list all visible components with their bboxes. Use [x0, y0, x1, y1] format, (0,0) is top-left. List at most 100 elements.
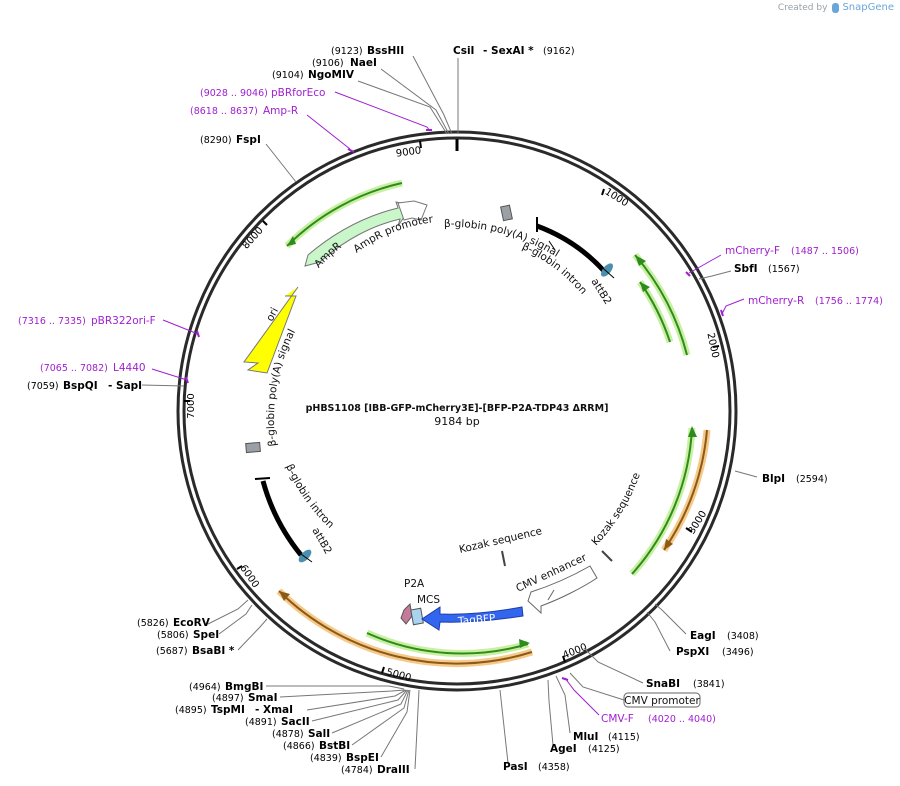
primer-name: L4440 — [113, 362, 146, 374]
tick-mark — [601, 188, 605, 196]
arrowhead-icon — [287, 236, 296, 246]
arrowhead-icon — [279, 591, 290, 601]
leader-line — [547, 679, 554, 746]
tick-mark — [262, 220, 268, 226]
enzyme-name: EcoRV — [173, 617, 211, 629]
ampr-promoter-feature — [397, 200, 428, 221]
enzyme-pos: (9123) — [331, 46, 363, 57]
leader-line — [351, 689, 410, 746]
kozak-label-1: Kozak sequence — [458, 525, 543, 556]
leader-line — [218, 604, 253, 635]
backbone-inner-strand — [182, 136, 732, 686]
tick-mark — [562, 655, 566, 663]
primer-name: Amp-R — [263, 105, 298, 117]
enzyme-pos: (4891) — [245, 717, 277, 728]
leader-line — [646, 611, 671, 652]
enzyme-name-suffix: - SapI — [108, 380, 142, 392]
enzyme-name: MluI — [573, 731, 598, 743]
enzyme-pos: (4897) — [212, 693, 244, 704]
leader-line — [266, 685, 405, 690]
primer-labels: (9028 .. 9046) pBRforEco (8618 .. 8637) … — [18, 87, 883, 725]
enzyme-name: SnaBI — [646, 678, 680, 690]
leader-line — [141, 384, 185, 387]
enzyme-pos: (8290) — [200, 135, 232, 146]
leader-line — [265, 143, 297, 183]
gfp-arc-lower-right-line — [631, 427, 693, 575]
primer-mark — [720, 309, 724, 317]
primer-mark — [185, 376, 189, 384]
enzyme-name: AgeI — [550, 743, 577, 755]
enzyme-name: SmaI — [248, 692, 278, 704]
leader-line — [306, 114, 351, 150]
leader-line — [698, 270, 732, 280]
tagbfp-label: TagBFP — [457, 612, 496, 627]
primer-mark — [196, 330, 200, 338]
tick-label: 2000 — [704, 332, 720, 359]
tick-mark — [712, 345, 720, 348]
attB2-top-mark — [595, 261, 615, 279]
tick-mark — [685, 527, 693, 533]
tick-mark — [381, 666, 385, 674]
enzyme-pos: (4358) — [538, 762, 570, 773]
enzyme-name-suffix: - XmaI — [255, 704, 293, 716]
enzyme-pos: (4866) — [283, 741, 315, 752]
gfp-arc-lower-right — [629, 427, 696, 577]
primer-range: (1756 .. 1774) — [815, 296, 883, 307]
primer-range: (4020 .. 4040) — [648, 714, 716, 725]
leader-line — [555, 675, 571, 734]
enzyme-name: BlpI — [762, 473, 785, 485]
enzyme-name: PspXI — [676, 646, 709, 658]
ori-label: ori — [264, 306, 281, 324]
leader-line — [414, 689, 420, 770]
p2a-label: P2A — [404, 578, 425, 590]
gfp-arc-bottom-line — [366, 632, 529, 655]
tick-label: 7000 — [186, 393, 197, 418]
enzyme-pos: (3408) — [727, 631, 759, 642]
leader-line — [412, 55, 453, 135]
enzyme-pos: (4964) — [189, 682, 221, 693]
credit-brand: SnapGene — [842, 2, 894, 13]
orange-arc-right-line — [663, 429, 708, 551]
enzyme-name: TspMI — [211, 704, 245, 716]
snapgene-logo-icon — [832, 2, 840, 13]
leader-line — [721, 298, 745, 315]
enzyme-name: DraIII — [377, 764, 410, 776]
enzyme-pos: (4895) — [175, 705, 207, 716]
leader-line — [237, 618, 268, 651]
enzyme-pos: (1567) — [768, 264, 800, 275]
enzyme-name: BsaBI * — [192, 645, 235, 657]
leader-line — [569, 672, 625, 701]
attB2-left-mark — [293, 548, 313, 563]
intron-top-feature — [536, 223, 606, 273]
attB2-top-label: attB2 — [588, 276, 613, 307]
enzyme-name: SpeI — [193, 629, 219, 641]
primer-range: (9028 .. 9046) — [200, 88, 268, 99]
mcs-feature — [410, 607, 424, 626]
polyA-left-feature — [245, 441, 261, 454]
enzyme-name: BspQI — [63, 380, 98, 392]
enzyme-name: FspI — [236, 134, 261, 146]
leader-line — [279, 689, 406, 698]
kozak-label-2: Kozak sequence — [589, 471, 642, 548]
enzyme-pos: (9104) — [272, 70, 304, 81]
enzyme-name: NaeI — [350, 57, 377, 69]
primer-range: (1487 .. 1506) — [791, 246, 859, 257]
enzyme-name: BmgBI — [225, 681, 263, 693]
enzyme-name: EagI — [690, 630, 716, 642]
enzyme-pos: (4125) — [588, 744, 620, 755]
leader-line — [380, 68, 450, 135]
enzyme-name: BspEI — [346, 752, 379, 764]
attB2-left-label: attB2 — [309, 526, 334, 557]
enzyme-name: CsiI — [453, 45, 474, 57]
leader-line — [207, 599, 249, 625]
leader-line — [380, 689, 411, 758]
plasmid-length: 9184 bp — [434, 415, 479, 428]
gfp-arc-right-inner — [637, 279, 674, 344]
polyA-top-feature — [500, 204, 513, 222]
enzyme-pos: (9162) — [543, 46, 575, 57]
leader-line — [583, 647, 644, 684]
arrowhead-icon — [640, 282, 650, 292]
primer-range: (8618 .. 8637) — [190, 106, 258, 117]
enzyme-pos: (4878) — [272, 729, 304, 740]
